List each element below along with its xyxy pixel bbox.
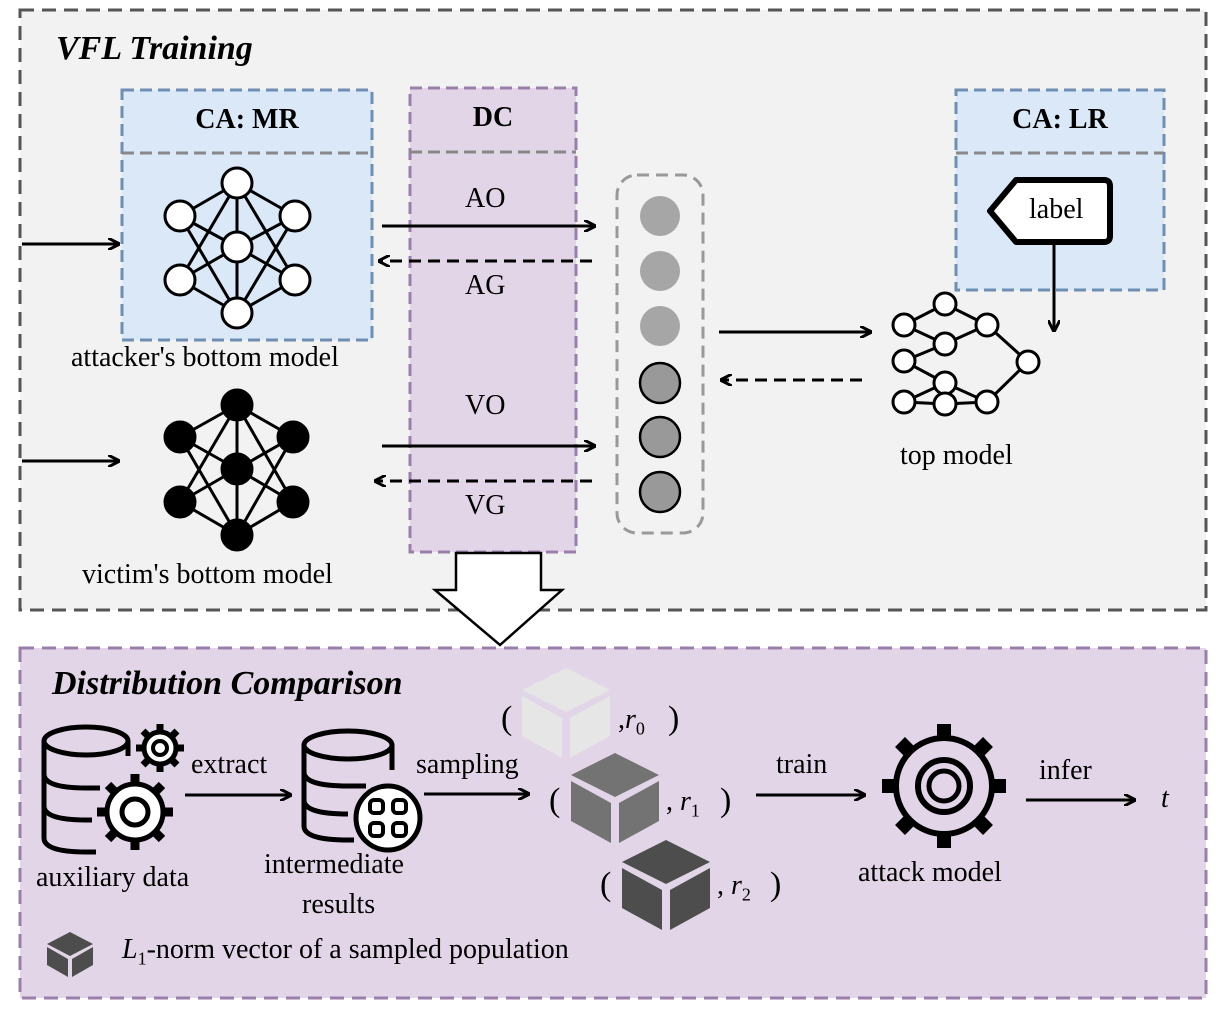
r2-close-paren: ) xyxy=(770,866,782,903)
ca-mr-header: CA: MR xyxy=(195,104,299,135)
r0-open-paren: ( xyxy=(501,700,513,737)
ag-label: AG xyxy=(465,270,506,301)
data-badge-icon xyxy=(353,783,423,853)
label-tag-text: label xyxy=(1029,194,1084,225)
cube-r1-icon xyxy=(571,753,659,843)
cube-r2-icon xyxy=(622,840,710,930)
auxiliary-database-icon xyxy=(41,724,131,855)
top-model-label: top model xyxy=(900,440,1013,471)
intermediate-label-1: intermediate xyxy=(264,849,404,880)
ca-lr-box xyxy=(954,88,1166,292)
victim-network-icon xyxy=(163,388,310,552)
r2-open-paren: ( xyxy=(600,866,612,903)
r2-value: , r2 xyxy=(717,870,751,905)
sampling-label: sampling xyxy=(416,749,519,780)
r0-value: ,r0 xyxy=(618,704,645,739)
dc-column xyxy=(408,86,578,554)
label-tag-icon xyxy=(987,177,1113,245)
ca-lr-header: CA: LR xyxy=(1012,104,1108,135)
cube-r0-icon xyxy=(522,668,610,758)
infer-label: infer xyxy=(1039,755,1092,786)
gear-small-icon xyxy=(136,724,184,772)
embedding-column xyxy=(615,173,705,535)
legend-text: L1-norm vector of a sampled population xyxy=(122,934,569,969)
auxiliary-label: auxiliary data xyxy=(36,862,190,893)
r1-open-paren: ( xyxy=(549,782,561,819)
dist-panel xyxy=(18,646,1208,1000)
gear-large-icon xyxy=(97,774,173,850)
vo-label: VO xyxy=(465,390,506,421)
down-transition-arrow xyxy=(431,551,566,647)
vfl-title: VFL Training xyxy=(56,30,253,67)
dist-title: Distribution Comparison xyxy=(52,665,403,702)
legend-cube-icon xyxy=(47,932,93,977)
ao-label: AO xyxy=(465,183,506,214)
dc-header: DC xyxy=(472,102,514,133)
r1-value: , r1 xyxy=(666,786,700,821)
intermediate-label-2: results xyxy=(302,889,376,920)
r0-close-paren: ) xyxy=(668,700,680,737)
r1-close-paren: ) xyxy=(720,782,732,819)
train-label: train xyxy=(776,749,828,780)
extract-label: extract xyxy=(191,749,268,780)
intermediate-database-icon xyxy=(301,728,395,843)
attack-model-label: attack model xyxy=(858,857,1002,888)
attacker-network-icon xyxy=(163,166,312,330)
victim-model-label: victim's bottom model xyxy=(82,559,333,590)
t-output: t xyxy=(1161,783,1169,814)
attack-model-gear-icon xyxy=(882,724,1006,848)
top-model-network-icon xyxy=(891,291,1041,417)
vg-label: VG xyxy=(465,490,506,521)
attacker-model-label: attacker's bottom model xyxy=(71,342,339,373)
